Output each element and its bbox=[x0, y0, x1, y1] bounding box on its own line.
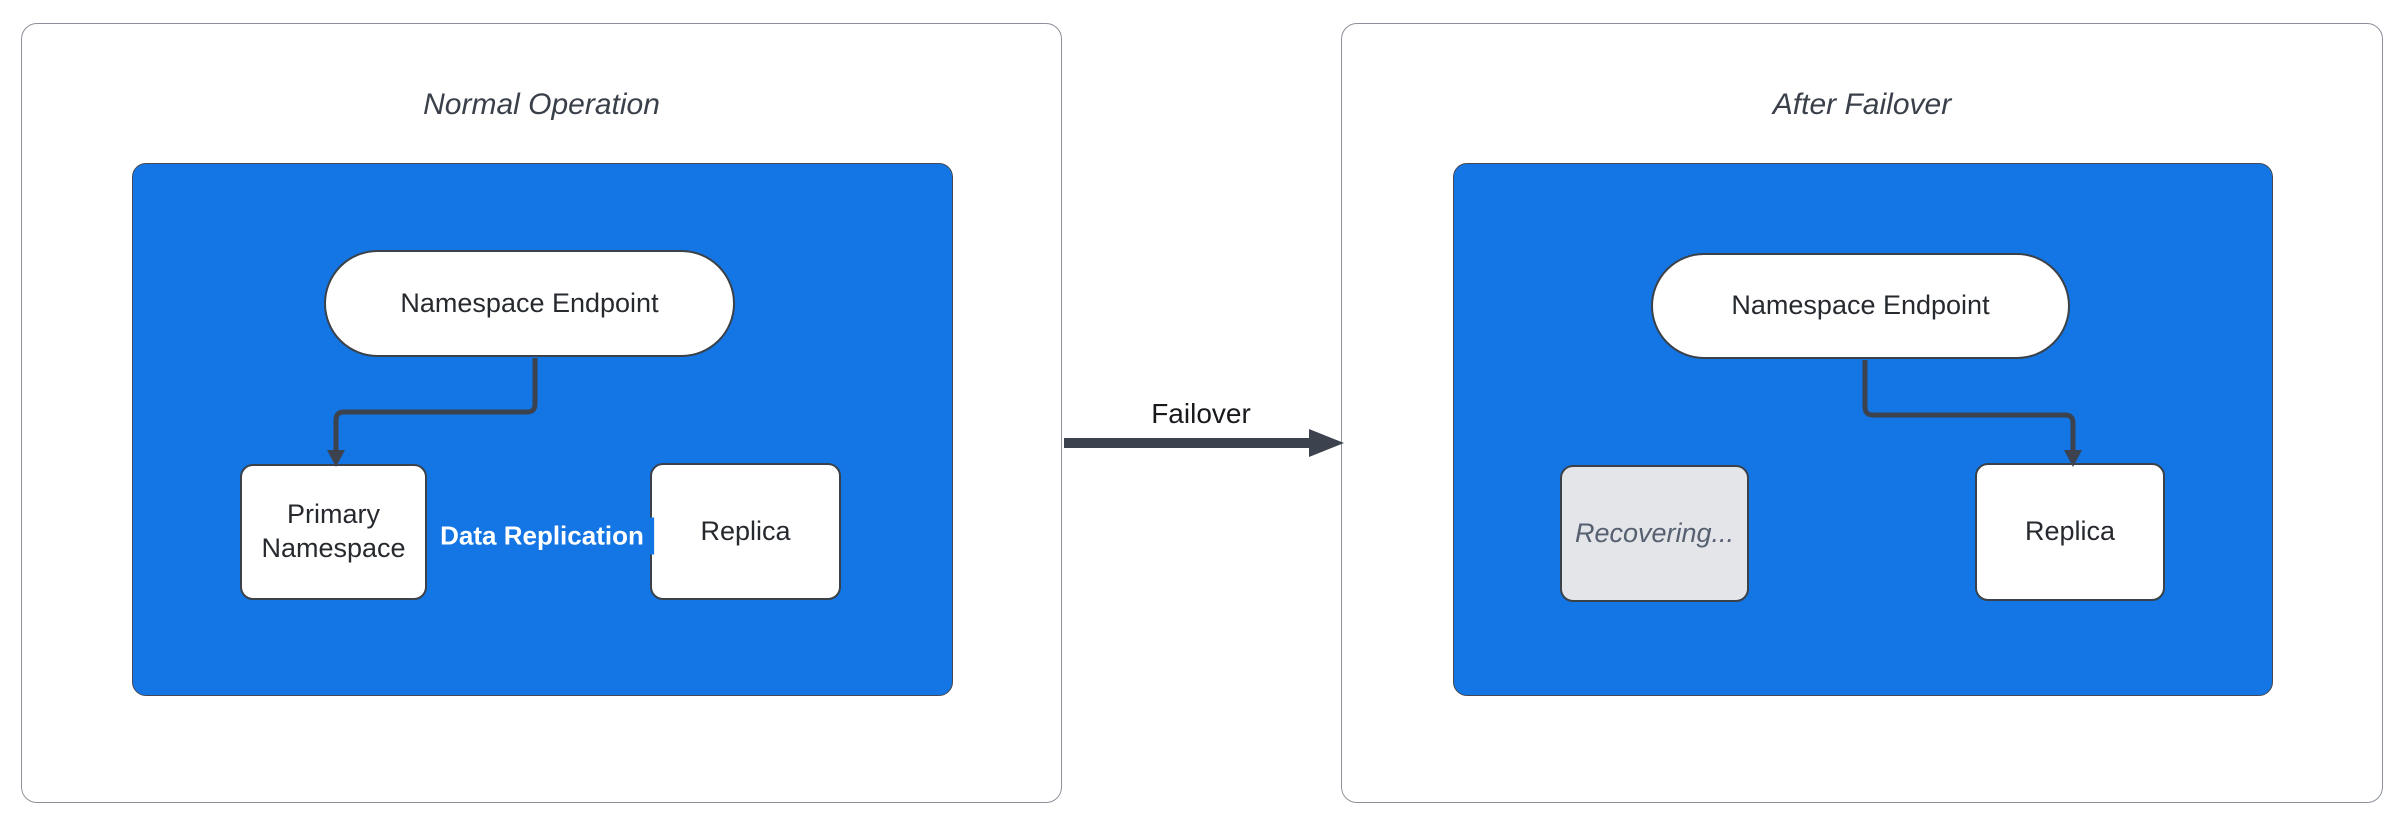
node-label: Recovering... bbox=[1574, 517, 1735, 548]
panel-title-after-failover: After Failover bbox=[1772, 88, 1952, 121]
edge-label-data-replication: Data Replication bbox=[430, 517, 654, 555]
node-label: Replica bbox=[2024, 516, 2116, 547]
panel-after-failover: After Failover Namespace Endpoint Recove… bbox=[1341, 23, 2383, 803]
node-replica-normal: Replica bbox=[650, 463, 841, 600]
node-primary-namespace: Primary Namespace bbox=[240, 464, 427, 600]
node-label: Namespace Endpoint bbox=[400, 287, 659, 318]
panel-normal-operation: Normal Operation Namespace Endpoint Prim… bbox=[21, 23, 1062, 803]
node-namespace-endpoint-failover: Namespace Endpoint bbox=[1651, 253, 2070, 359]
cluster-container-failover: Namespace Endpoint Recovering... Replica bbox=[1453, 163, 2273, 696]
cluster-container-normal: Namespace Endpoint Primary Namespace Rep… bbox=[132, 163, 953, 696]
node-replica-failover: Replica bbox=[1975, 463, 2165, 601]
node-recovering: Recovering... bbox=[1560, 465, 1749, 602]
node-label: Namespace Endpoint bbox=[1731, 290, 1990, 321]
node-label: Replica bbox=[700, 515, 791, 546]
panel-title-normal-operation: Normal Operation bbox=[423, 88, 660, 121]
node-namespace-endpoint-normal: Namespace Endpoint bbox=[324, 250, 735, 357]
transition-label-failover: Failover bbox=[1151, 398, 1251, 429]
node-label: Primary Namespace bbox=[261, 499, 406, 563]
transition-arrowhead-icon bbox=[1309, 429, 1344, 457]
